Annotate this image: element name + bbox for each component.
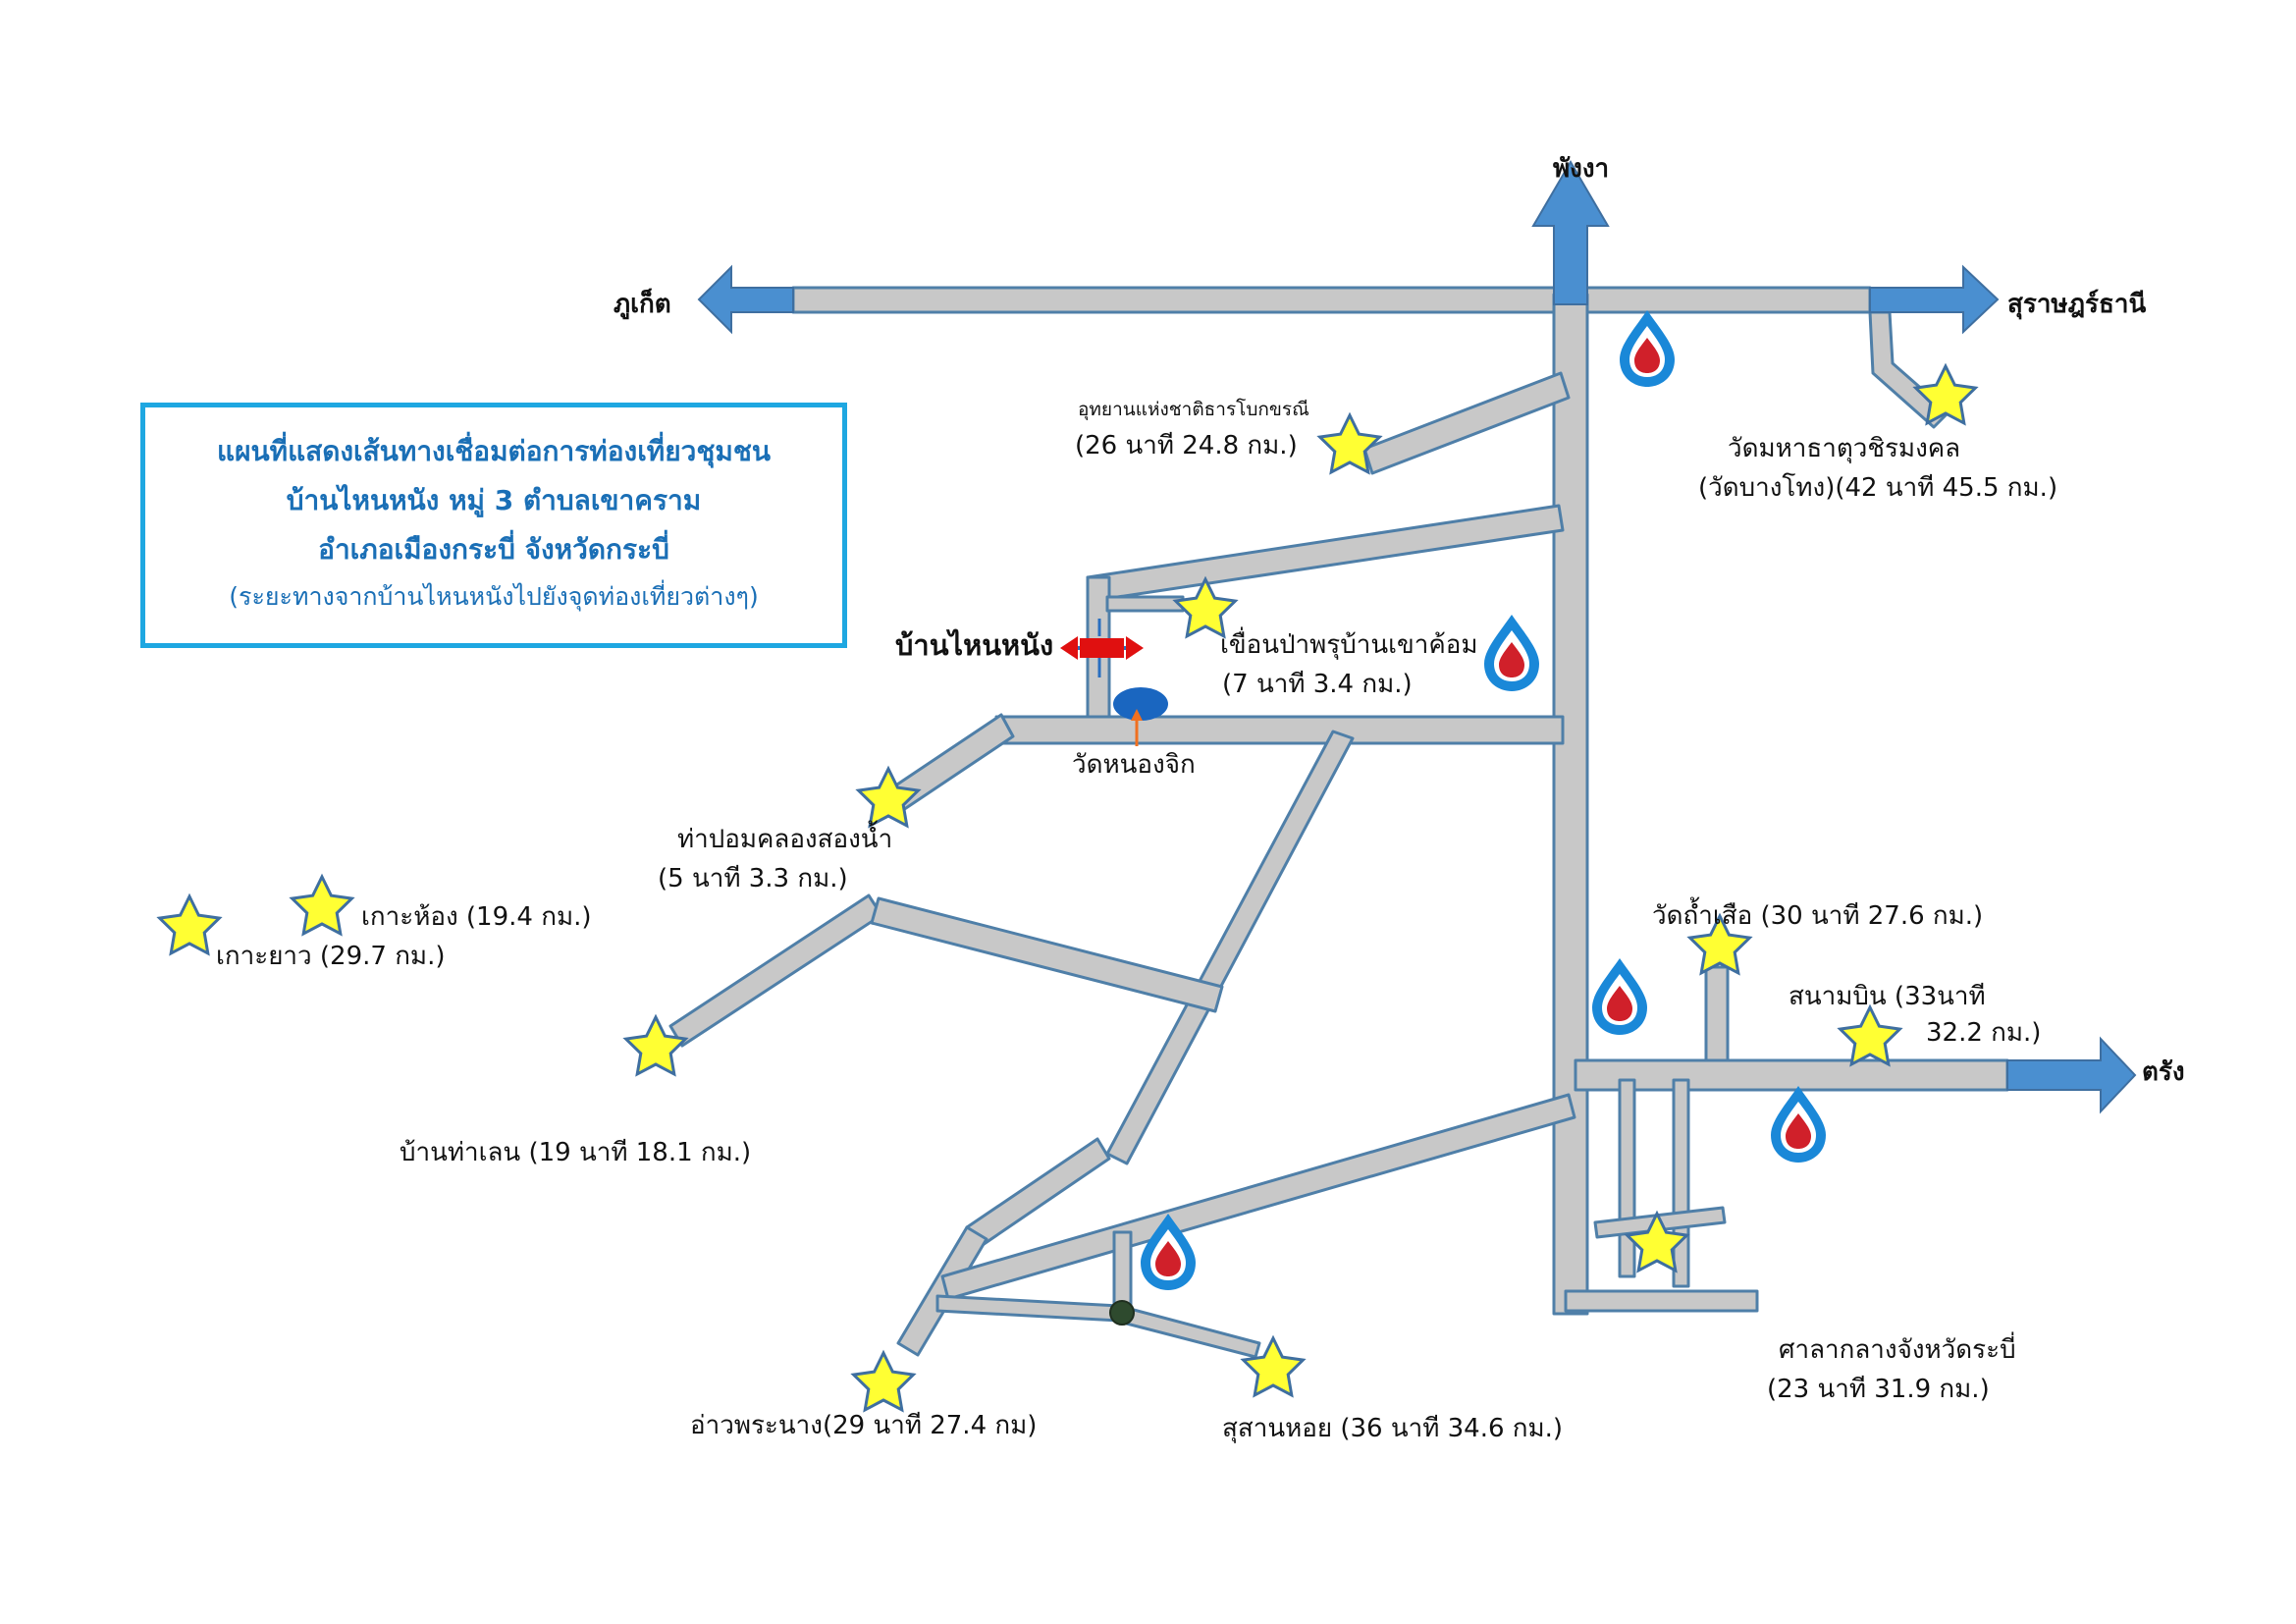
road-city-hall-d — [1564, 1289, 1759, 1313]
label-tha-pom-distance: (5 นาที 3.3 กม.) — [658, 864, 848, 893]
label-temple-nong-chik: วัดหนองจิก — [1072, 750, 1196, 780]
temple-marker-icon — [1113, 687, 1168, 746]
label-airport-distance: 32.2 กม.) — [1926, 1018, 2042, 1048]
map-title-line-1: แผนที่แสดงเส้นทางเชื่อมต่อการท่องเที่ยวช… — [217, 435, 771, 467]
road-national-park — [1362, 371, 1571, 475]
label-national-park-distance: (26 นาที 24.8 กม.) — [1075, 431, 1298, 460]
fuel-drop-icon — [1620, 310, 1675, 387]
arrow-north-icon — [1531, 160, 1610, 305]
star-icon — [1839, 1005, 1901, 1066]
road-susan-hoi — [935, 1294, 1121, 1323]
road-susan-hoi-diag — [1113, 1304, 1261, 1359]
map-title-line-3: อำเภอเมืองกระบี่ จังหวัดกระบี่ — [318, 533, 669, 566]
label-tha-pom: ท่าปอมคลองสองน้ำ — [677, 825, 893, 854]
fuel-drop-icon — [1771, 1086, 1826, 1163]
label-ban-tha-len: บ้านท่าเลน (19 นาที 18.1 กม.) — [400, 1138, 752, 1167]
road-phuket-surat — [791, 286, 1872, 314]
arrow-southeast-icon — [2006, 1036, 2137, 1114]
map-subtitle: (ระยะทางจากบ้านไหนหนังไปยังจุดท่องเที่ยว… — [229, 582, 759, 611]
road-city-hall-a — [1618, 1078, 1636, 1278]
star-icon — [158, 894, 221, 955]
road-network — [668, 286, 2009, 1359]
home-marker-icon — [1060, 619, 1144, 677]
road-to-home-upper — [1086, 504, 1565, 603]
label-north: พังงา — [1553, 154, 1610, 184]
arrow-west-icon — [697, 264, 794, 335]
label-wat-maha: วัดมหาธาตุวชิรมงคล — [1728, 434, 1961, 463]
road-home-dam-spur — [1105, 595, 1185, 613]
map-title-box: แผนที่แสดงเส้นทางเชื่อมต่อการท่องเที่ยวช… — [140, 403, 847, 648]
label-wat-maha-distance: (วัดบางโทง)(42 นาที 45.5 กม.) — [1698, 473, 2058, 503]
label-koh-yao: เกาะยาว (29.7 กม.) — [216, 942, 446, 971]
label-koh-hong: เกาะห้อง (19.4 กม.) — [361, 902, 592, 932]
map-title-line-2: บ้านไหนหนัง หมู่ 3 ตำบลเขาคราม — [286, 484, 702, 516]
road-wat-tham-suea — [1704, 965, 1730, 1062]
label-ao-phra-nang: อ่าวพระนาง(29 นาที 27.4 กม) — [690, 1411, 1038, 1440]
road-ao-phra-nang — [896, 1225, 988, 1357]
label-wat-tham-suea: วัดถ้ำเสือ (30 นาที 27.6 กม.) — [1652, 901, 1984, 931]
road-city-hall-b — [1672, 1078, 1690, 1288]
road-ban-tha-len — [668, 893, 883, 1048]
direction-arrows — [697, 160, 2137, 1114]
junction-dot — [1109, 1300, 1135, 1326]
label-city-hall-distance: (23 นาที 31.9 กม.) — [1767, 1375, 1990, 1404]
label-susan-hoi: สุสานหอย (36 นาที 34.6 กม.) — [1222, 1414, 1564, 1443]
label-home: บ้านไหนหนัง — [895, 628, 1054, 662]
label-dam: เขื่อนป่าพรุบ้านเขาค้อม — [1220, 630, 1478, 660]
fuel-drop-icon — [1484, 615, 1539, 691]
road-tha-len-connector — [870, 896, 1224, 1013]
fuel-drop-icon — [1592, 958, 1647, 1035]
label-east: สุราษฎร์ธานี — [2007, 290, 2147, 319]
road-middle — [994, 715, 1565, 745]
road-main-vertical — [1552, 293, 1589, 1316]
road-to-trang — [1574, 1058, 2009, 1092]
arrow-east-icon — [1869, 264, 2000, 335]
star-icon — [291, 875, 353, 936]
road-to-city-hall — [940, 1093, 1576, 1301]
road-lower-diagonal — [965, 1137, 1111, 1249]
label-dam-distance: (7 นาที 3.4 กม.) — [1222, 670, 1413, 699]
label-national-park: อุทยานแห่งชาติธารโบกขรณี — [1078, 399, 1309, 420]
label-southeast: ตรัง — [2142, 1057, 2185, 1087]
star-icon — [852, 1351, 915, 1412]
label-airport: สนามบิน (33นาที — [1789, 982, 1986, 1011]
label-city-hall: ศาลากลางจังหวัดระบี่ — [1779, 1335, 2016, 1365]
label-west: ภูเก็ต — [614, 290, 671, 319]
road-diagonal-south — [1105, 730, 1355, 1165]
